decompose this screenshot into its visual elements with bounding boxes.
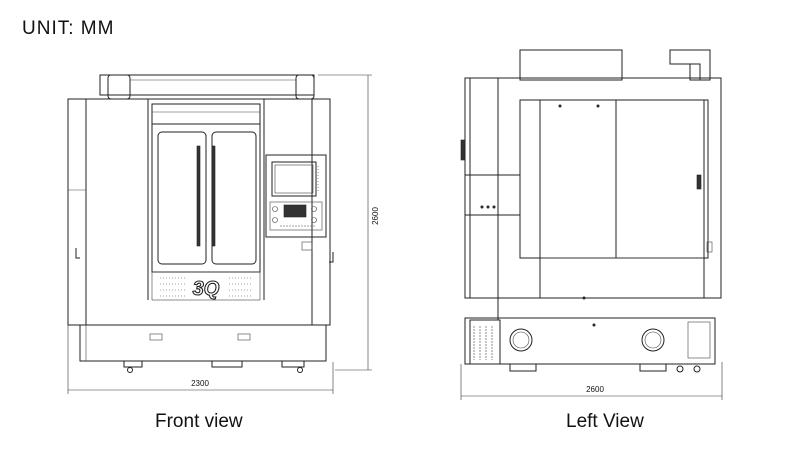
front-width-dimension: 2300	[191, 379, 209, 388]
left-view-caption: Left View	[566, 411, 644, 432]
front-view-drawing: 3Q	[67, 74, 372, 394]
front-view-caption: Front view	[155, 411, 243, 432]
front-height-dimension: 2600	[371, 207, 380, 225]
unit-label: UNIT: MM	[22, 18, 115, 39]
front-logo: 3Q	[193, 278, 220, 300]
left-view-drawing	[460, 49, 723, 400]
left-width-dimension: 2600	[586, 385, 604, 394]
